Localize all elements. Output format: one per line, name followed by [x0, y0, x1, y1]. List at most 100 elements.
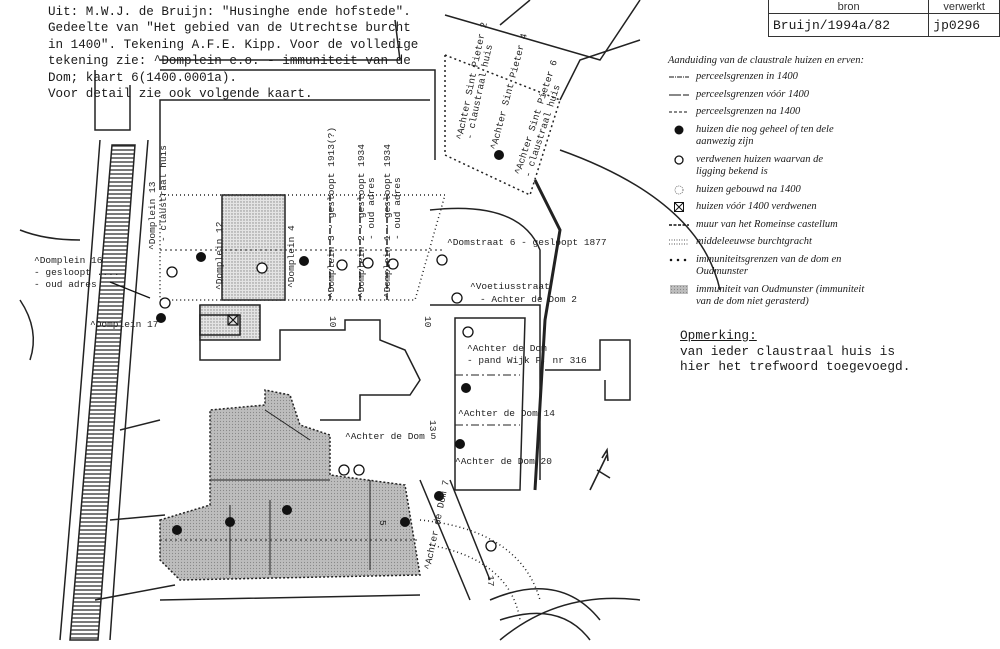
- legend-item: perceelsgrenzen na 1400: [668, 106, 876, 119]
- legend-item: verdwenen huizen waarvan de ligging beke…: [668, 154, 876, 179]
- house-present-marker: [299, 256, 309, 266]
- crossed-square-icon: [668, 201, 690, 213]
- house-present-marker: [225, 517, 235, 527]
- legend-item: immuniteit van Oudmunster (immuniteit va…: [668, 284, 876, 309]
- citation-line: Gedeelte van "Het gebied van de Utrechts…: [48, 21, 411, 36]
- verwerkt-header: verwerkt: [928, 0, 1000, 14]
- citation-line: Voor detail zie ook volgende kaart.: [48, 87, 313, 102]
- label-10b: 10: [422, 316, 433, 328]
- legend-label: perceelsgrenzen na 1400: [696, 106, 801, 117]
- dotted-band-icon: [668, 236, 690, 248]
- label-domplein-13: ^Domplein 13: [147, 181, 158, 250]
- label-domplein-4: ^Domplein 4: [286, 225, 297, 288]
- filled-circle-icon: [668, 124, 690, 136]
- house-present-marker: [196, 252, 206, 262]
- house-markers: [156, 150, 504, 535]
- legend-title: Aanduiding van de claustrale huizen en e…: [668, 55, 864, 66]
- label-voetiusstraat: ^Voetiusstraat: [470, 281, 550, 292]
- citation-line: tekening zie: ^Domplein e.o. - immunitei…: [48, 54, 411, 69]
- label-achter-sint-pieter-4: ^Achter Sint Pieter 4: [488, 32, 530, 151]
- map-legend: Aanduiding van de claustrale huizen en e…: [668, 55, 876, 314]
- legend-label: huizen vóór 1400 verdwenen: [696, 201, 817, 212]
- label-achter-de-dom-14: ^Achter de Dom 14: [458, 408, 555, 419]
- label-achter-de-dom: ^Achter de Dom: [467, 343, 547, 354]
- label-domplein-2-note: - oud adres: [366, 177, 377, 240]
- label-domplein-1: ^Domplein 1 - gesloopt 1934: [382, 144, 393, 298]
- label-achter-de-dom-2: - Achter de Dom 2: [480, 294, 577, 305]
- label-domplein-3: ^Domplein 3 - gesloopt 1913(?): [326, 127, 337, 298]
- label-10: 10: [327, 316, 338, 328]
- house-vanished-markers: [159, 254, 497, 552]
- dash-dot-line-icon: [668, 71, 690, 83]
- house-present-marker: [455, 439, 465, 449]
- source-citation: Uit: M.W.J. de Bruijn: "Husinghe ende ho…: [48, 4, 418, 102]
- north-arrow: [589, 447, 609, 491]
- label-domplein-16: ^Domplein 16: [34, 255, 103, 266]
- house-present-marker: [434, 491, 444, 501]
- sint-pieter-block: [444, 53, 561, 197]
- stippled-area: [221, 194, 286, 301]
- legend-item: middeleeuwse burchtgracht: [668, 236, 876, 249]
- legend-label: perceelsgrenzen in 1400: [696, 71, 798, 82]
- legend-label: huizen gebouwd na 1400: [696, 183, 801, 195]
- house-present-marker: [461, 383, 471, 393]
- verwerkt-value: jp0296: [928, 13, 1000, 37]
- open-circle-icon: [668, 154, 690, 166]
- legend-item: huizen vóór 1400 verdwenen: [668, 201, 876, 214]
- label-domplein-16-note: - gesloopt ....: [34, 267, 120, 278]
- remark-line: hier het trefwoord toegevoegd.: [680, 359, 911, 374]
- citation-line: Dom; kaart 6(1400.0001a).: [48, 70, 237, 85]
- label-domstraat-6: ^Domstraat 6 - gesloopt 1877: [447, 237, 607, 248]
- legend-item: perceelsgrenzen in 1400: [668, 71, 876, 84]
- label-5: 5: [377, 520, 388, 526]
- legend-label: huizen die nog geheel of ten dele aanwez…: [696, 123, 834, 148]
- short-dash-line-icon: [668, 219, 690, 231]
- legend-item: perceelsgrenzen vóór 1400: [668, 89, 876, 102]
- label-pand-wijk-f: - pand Wijk F, nr 316: [467, 355, 587, 366]
- label-achter-de-dom-20: ^Achter de Dom 20: [455, 456, 552, 467]
- label-17: 17: [485, 575, 496, 586]
- remark-title: Opmerking:: [680, 328, 757, 343]
- oudmunster-area: [159, 389, 421, 581]
- remark-line: van ieder claustraal huis is: [680, 343, 896, 359]
- label-domplein-13-note: - claustraal huis: [158, 145, 169, 242]
- star-circle-icon: [668, 184, 690, 196]
- legend-label: verdwenen huizen waarvan de ligging beke…: [696, 153, 824, 178]
- canal-bank: [59, 139, 101, 641]
- bron-header: bron: [767, 0, 930, 14]
- house-present-marker: [400, 517, 410, 527]
- hatched-patch-icon: [668, 284, 690, 296]
- citation-line: in 1400". Tekening A.F.E. Kipp. Voor de …: [48, 37, 419, 52]
- achter-de-dom-block: [454, 317, 526, 491]
- label-domplein-17: ^Domplein 17: [90, 319, 158, 330]
- legend-item: huizen gebouwd na 1400: [668, 184, 876, 197]
- label-13: 13: [427, 420, 438, 432]
- citation-line: Uit: M.W.J. de Bruijn: "Husinghe ende ho…: [48, 5, 411, 19]
- crossed-square-marker: [227, 314, 239, 326]
- legend-label: muur van het Romeinse castellum: [696, 218, 838, 230]
- label-domplein-2: ^Domplein 2 - gesloopt 1934: [356, 144, 367, 298]
- legend-label: middeleeuwse burchtgracht: [696, 236, 812, 247]
- legend-item: muur van het Romeinse castellum: [668, 219, 876, 232]
- legend-label: immuniteitsgrenzen van de dom en Oudmuns…: [696, 253, 842, 278]
- legend-item: huizen die nog geheel of ten dele aanwez…: [668, 124, 876, 149]
- canal: [69, 144, 136, 641]
- label-domplein-1-note: - oud adres: [392, 177, 403, 240]
- long-dash-line-icon: [668, 89, 690, 101]
- label-domplein-16-note2: - oud adres: [34, 279, 97, 290]
- house-present-marker: [172, 525, 182, 535]
- bron-value: Bruijn/1994a/82: [767, 13, 930, 37]
- dashed-line-icon: [668, 106, 690, 118]
- house-present-marker: [494, 150, 504, 160]
- house-present-marker: [156, 313, 166, 323]
- label-achter-de-dom-5: ^Achter de Dom 5: [345, 431, 437, 442]
- legend-item: immuniteitsgrenzen van de dom en Oudmuns…: [668, 254, 876, 279]
- label-domplein-12: ^Domplein 12: [214, 221, 225, 290]
- legend-label: perceelsgrenzen vóór 1400: [696, 88, 809, 100]
- house-present-marker: [282, 505, 292, 515]
- legend-label: immuniteit van Oudmunster (immuniteit va…: [696, 283, 865, 308]
- dots-line-icon: [668, 254, 690, 266]
